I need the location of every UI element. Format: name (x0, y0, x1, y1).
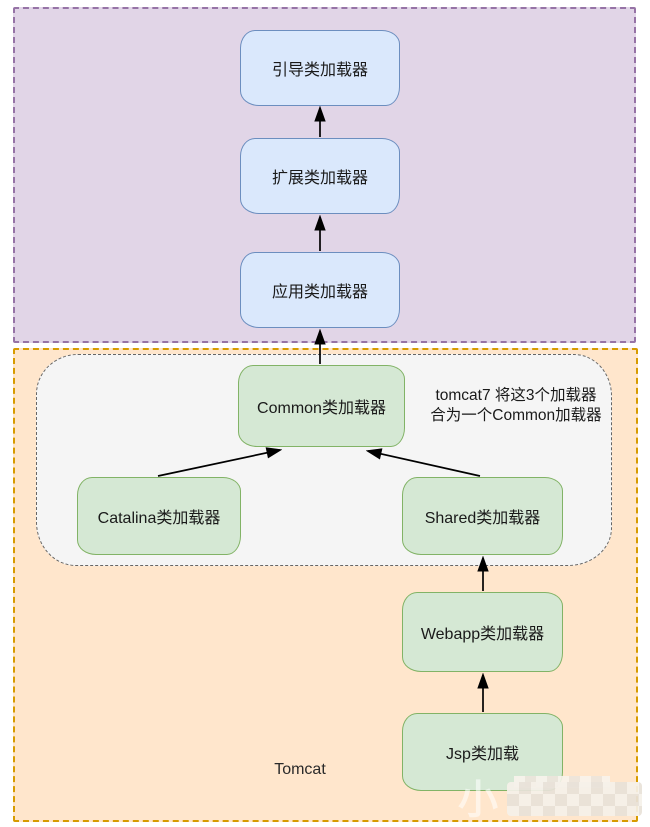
node-application-class-loader: 应用类加载器 (240, 252, 400, 328)
node-extension-label: 扩展类加载器 (271, 170, 368, 187)
watermark: 小 (452, 776, 644, 822)
node-common-class-loader: Common类加载器 (238, 365, 405, 447)
annotation-line-1: tomcat7 将这3个加载器 (435, 387, 597, 404)
watermark-mosaic (507, 782, 642, 816)
watermark-glyph: 小 (458, 778, 498, 822)
node-shared-label: Shared类加载器 (424, 510, 541, 527)
node-webapp-class-loader: Webapp类加载器 (402, 592, 563, 672)
annotation-line-2: 合为一个Common加载器 (430, 407, 602, 424)
node-catalina-label: Catalina类加载器 (97, 510, 221, 527)
node-common-label: Common类加载器 (257, 400, 386, 417)
node-shared-class-loader: Shared类加载器 (402, 477, 563, 555)
node-application-label: 应用类加载器 (271, 284, 368, 301)
tomcat-region-label: Tomcat (274, 761, 326, 778)
node-bootstrap-label: 引导类加载器 (271, 62, 368, 79)
common-group-annotation: tomcat7 将这3个加载器 合为一个Common加载器 (418, 386, 614, 426)
node-webapp-label: Webapp类加载器 (420, 626, 545, 643)
node-extension-class-loader: 扩展类加载器 (240, 138, 400, 214)
node-catalina-class-loader: Catalina类加载器 (77, 477, 241, 555)
node-bootstrap-class-loader: 引导类加载器 (240, 30, 400, 106)
node-jsp-label: Jsp类加载 (446, 746, 519, 763)
